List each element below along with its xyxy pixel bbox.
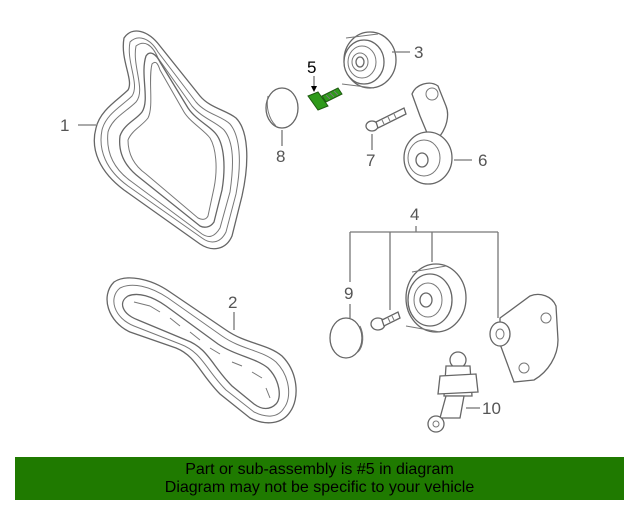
banner-line-1: Part or sub-assembly is #5 in diagram xyxy=(185,461,454,478)
label-2: 2 xyxy=(228,293,237,312)
part-8-cap[interactable] xyxy=(265,87,299,129)
label-10: 10 xyxy=(482,399,501,418)
part-5-bolt[interactable] xyxy=(307,87,343,111)
label-5: 5 xyxy=(307,58,316,77)
label-4: 4 xyxy=(410,205,419,224)
label-6: 6 xyxy=(478,151,487,170)
part-10-damper[interactable] xyxy=(427,351,479,433)
part-4-pulley[interactable] xyxy=(405,263,467,333)
label-7: 7 xyxy=(366,151,375,170)
part-6-tensioner[interactable] xyxy=(403,82,453,185)
label-8: 8 xyxy=(276,147,285,166)
label-9: 9 xyxy=(344,284,353,303)
leader-5-arrow xyxy=(311,86,317,92)
part-7-bolt[interactable] xyxy=(365,107,407,132)
info-banner: Part or sub-assembly is #5 in diagram Di… xyxy=(15,457,624,500)
leader-4 xyxy=(349,226,499,318)
label-1: 1 xyxy=(60,116,69,135)
part-9-cap[interactable] xyxy=(329,317,364,359)
part-2-timing-belt[interactable] xyxy=(106,277,297,424)
part-1-serpentine-belt[interactable] xyxy=(93,30,248,250)
label-3: 3 xyxy=(414,43,423,62)
part-4-bolt[interactable] xyxy=(370,311,401,331)
part-3-pulley[interactable] xyxy=(341,31,397,89)
part-4-bracket[interactable] xyxy=(489,293,559,383)
parts-diagram: 1 2 3 5 8 7 xyxy=(60,30,559,433)
banner-line-2: Diagram may not be specific to your vehi… xyxy=(164,479,475,496)
